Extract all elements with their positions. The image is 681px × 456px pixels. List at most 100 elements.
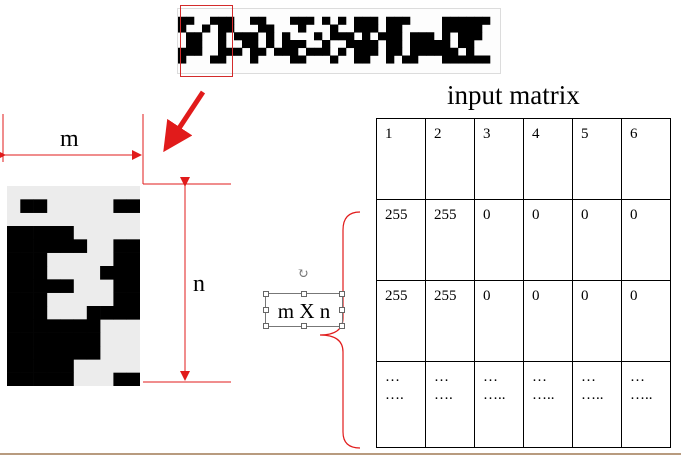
pixel xyxy=(482,55,491,64)
pixel xyxy=(410,32,419,41)
mxn-text-box[interactable]: m X n xyxy=(263,291,345,329)
pixel xyxy=(354,16,363,25)
pixel xyxy=(450,16,459,25)
pixel xyxy=(474,32,483,41)
pixel xyxy=(113,266,127,280)
pixel xyxy=(442,40,451,49)
pixel xyxy=(46,319,61,333)
pixel xyxy=(394,40,403,49)
pixel xyxy=(218,47,227,56)
pixel xyxy=(218,55,227,64)
pixel xyxy=(258,16,267,25)
pixel xyxy=(126,279,140,293)
pixel xyxy=(7,306,21,320)
pixel xyxy=(370,24,379,33)
enlarged-character xyxy=(7,186,140,386)
table-row: ……. ……. …….. …….. …….. …….. xyxy=(376,361,671,448)
resize-handle-r[interactable] xyxy=(339,307,345,313)
pixel xyxy=(73,319,88,333)
pixel xyxy=(290,40,299,49)
pixel xyxy=(33,226,48,240)
matrix-cell: 3 xyxy=(474,118,524,200)
resize-handle-l[interactable] xyxy=(263,307,269,313)
matrix-cell: ……. xyxy=(425,361,475,448)
ellipsis-line-1: … xyxy=(434,369,449,385)
pixel xyxy=(370,16,379,25)
pixel xyxy=(330,55,339,64)
pixel xyxy=(250,47,259,56)
table-row: 1 2 3 4 5 6 xyxy=(376,118,671,200)
pixel xyxy=(458,24,467,33)
pixel xyxy=(298,55,307,64)
matrix-cell: 255 xyxy=(425,199,475,281)
label-m: m xyxy=(60,126,79,152)
pixel xyxy=(450,24,459,33)
pixel xyxy=(386,55,395,64)
pixel xyxy=(60,226,74,240)
matrix-cell: …….. xyxy=(572,361,622,448)
table-row: 255 255 0 0 0 0 xyxy=(376,199,671,281)
matrix-cell: …….. xyxy=(474,361,524,448)
resize-handle-tl[interactable] xyxy=(263,291,269,297)
pixel xyxy=(378,32,387,41)
pixel xyxy=(73,346,88,360)
ellipsis-line-1: … xyxy=(532,369,547,385)
table-row: 255 255 0 0 0 0 xyxy=(376,280,671,362)
pixel xyxy=(7,279,21,293)
pixel xyxy=(20,252,34,267)
selected-character-box xyxy=(180,5,233,77)
pixel xyxy=(330,24,339,33)
pixel xyxy=(202,24,211,33)
pixel xyxy=(402,55,411,64)
pixel xyxy=(126,306,140,320)
resize-handle-tr[interactable] xyxy=(339,291,345,297)
pixel xyxy=(386,40,395,49)
pixel xyxy=(474,16,483,25)
pixel xyxy=(442,24,451,33)
pixel xyxy=(7,239,21,253)
pixel xyxy=(330,32,339,41)
matrix-cell: 0 xyxy=(474,199,524,281)
pixel xyxy=(290,47,299,56)
pixel xyxy=(266,24,275,33)
pixel xyxy=(466,47,475,56)
pixel xyxy=(250,40,259,49)
pixel xyxy=(362,40,371,49)
resize-handle-bl[interactable] xyxy=(263,323,269,329)
rotate-handle-icon[interactable]: ↻ xyxy=(297,267,309,282)
matrix-cell: 5 xyxy=(572,118,622,200)
pixel xyxy=(20,279,34,293)
pixel xyxy=(306,16,315,25)
pixel xyxy=(218,32,227,41)
pixel xyxy=(46,279,61,293)
pixel xyxy=(186,40,195,49)
pixel xyxy=(7,346,21,360)
pixel xyxy=(434,40,443,49)
pixel xyxy=(250,55,259,64)
pixel xyxy=(410,47,419,56)
pixel xyxy=(362,47,371,56)
pixel xyxy=(218,16,227,25)
pixel xyxy=(458,32,467,41)
pixel xyxy=(60,332,74,347)
pixel xyxy=(126,292,140,307)
pixel xyxy=(178,24,187,33)
matrix-cell: 255 xyxy=(425,280,475,362)
resize-handle-br[interactable] xyxy=(339,323,345,329)
pixel xyxy=(242,40,251,49)
pixel xyxy=(20,266,34,280)
matrix-cell: 0 xyxy=(572,280,622,362)
pixel xyxy=(474,55,483,64)
ellipsis-line-1: … xyxy=(483,369,498,385)
pixel xyxy=(338,16,347,25)
pixel xyxy=(226,16,235,25)
pixel xyxy=(33,266,48,280)
pixel xyxy=(186,47,195,56)
resize-handle-b[interactable] xyxy=(301,323,307,329)
resize-handle-t[interactable] xyxy=(301,291,307,297)
pixel xyxy=(282,47,291,56)
pixel xyxy=(450,47,459,56)
pixel xyxy=(20,306,34,320)
pixel xyxy=(466,40,475,49)
pixel xyxy=(126,199,140,213)
